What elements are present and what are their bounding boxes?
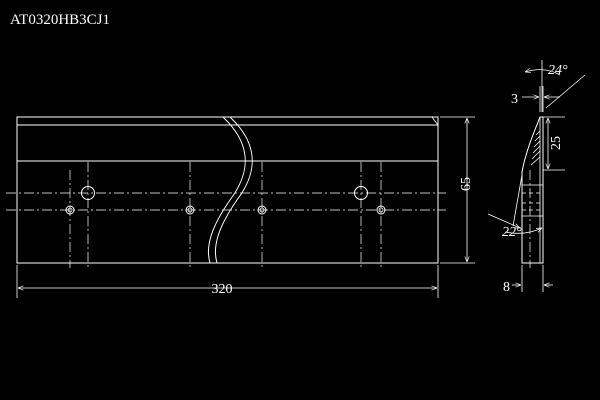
dimension-thickness-label: 8 (503, 280, 510, 295)
blade-outline (16, 116, 439, 264)
dimension-top-angle: 24° (525, 60, 586, 112)
dimension-thickness: 8 (503, 265, 553, 295)
dimension-height: 65 (440, 116, 475, 264)
dimension-height-label: 65 (459, 177, 474, 191)
mounting-hole-large-right (354, 186, 368, 200)
bevel-corner-line (431, 116, 439, 126)
threaded-hole-2 (185, 205, 195, 215)
break-line-right (214, 116, 253, 264)
dimension-bottom-angle-label: 22° (502, 225, 522, 240)
side-view (521, 116, 544, 268)
dimension-edge-height: 25 (543, 116, 565, 171)
dimension-bottom-angle: 22° (487, 174, 542, 240)
dimension-length-label: 320 (212, 282, 233, 297)
side-profile-outline (521, 116, 544, 264)
break-line-left (207, 116, 246, 264)
mounting-hole-large-left (81, 186, 95, 200)
dimension-edge-offset: 3 (511, 86, 560, 112)
threaded-hole-4 (376, 205, 386, 215)
dimension-length: 320 (16, 265, 439, 298)
part-number-label: AT0320HB3CJ1 (10, 12, 110, 28)
threaded-hole-1 (65, 205, 75, 215)
dimension-top-angle-label: 24° (548, 63, 568, 78)
front-view (6, 116, 446, 268)
threaded-hole-3 (257, 205, 267, 215)
dimension-edge-height-label: 25 (549, 136, 564, 150)
dimension-edge-offset-label: 3 (511, 92, 518, 107)
bevel-hatch (530, 130, 541, 166)
